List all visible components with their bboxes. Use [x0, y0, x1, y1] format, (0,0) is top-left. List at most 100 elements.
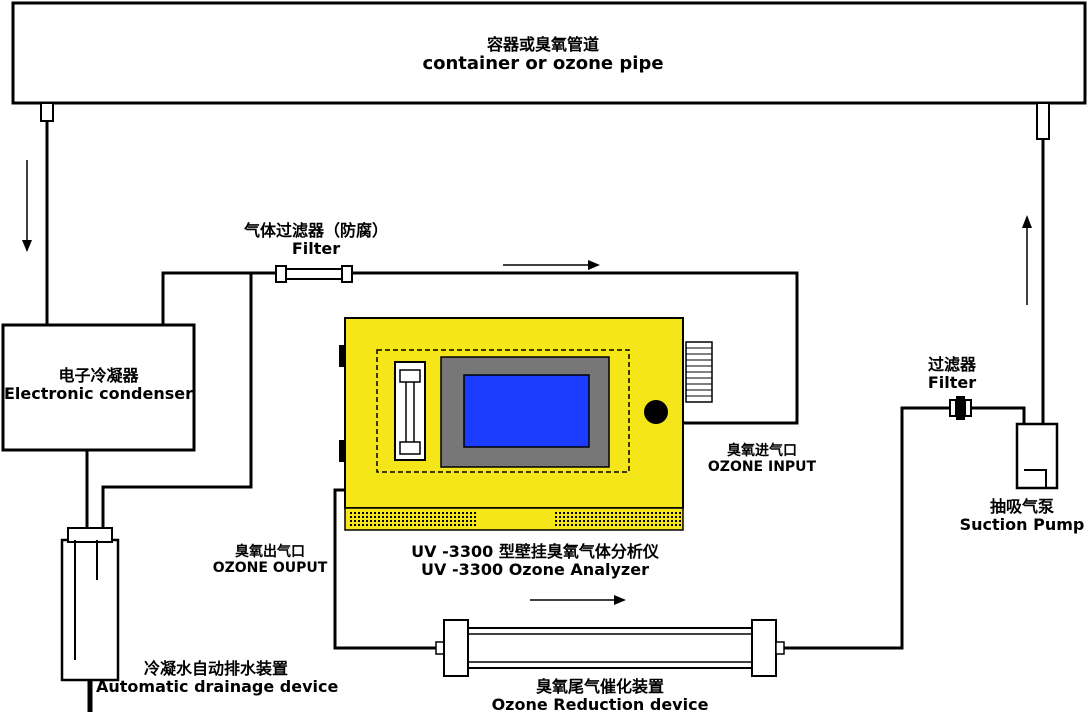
vent-dot	[679, 520, 681, 522]
vent-dot	[595, 516, 597, 518]
vent-dot	[374, 520, 376, 522]
vent-dot	[414, 512, 416, 514]
vent-dot	[675, 512, 677, 514]
vent-dot	[559, 520, 561, 522]
ozone-input-label-en: OZONE INPUT	[707, 459, 817, 476]
vent-dot	[611, 512, 613, 514]
vent-dot	[370, 524, 372, 526]
vent-dot	[422, 524, 424, 526]
vent-dot	[394, 516, 396, 518]
vent-dot	[394, 520, 396, 522]
vent-dot	[671, 520, 673, 522]
vent-dot	[450, 512, 452, 514]
vent-dot	[643, 516, 645, 518]
vent-dot	[406, 516, 408, 518]
container-label-en: container or ozone pipe	[422, 53, 664, 75]
vent-dot	[619, 524, 621, 526]
vent-dot	[470, 516, 472, 518]
arrow-right-bottom-head	[614, 595, 626, 605]
pipe-condenser-to-filter	[161, 271, 282, 325]
vent-dot	[382, 512, 384, 514]
vent-dot	[567, 520, 569, 522]
vent-dot	[402, 512, 404, 514]
vent-dot	[679, 512, 681, 514]
vent-dot	[462, 520, 464, 522]
vent-dot	[454, 512, 456, 514]
vent-dot	[406, 524, 408, 526]
vent-dot	[587, 516, 589, 518]
reduction-device	[435, 619, 785, 677]
pump-label-en: Suction Pump	[959, 515, 1085, 535]
vent-dot	[458, 520, 460, 522]
vent-dot	[398, 524, 400, 526]
vent-dot	[619, 516, 621, 518]
vent-dot	[583, 524, 585, 526]
vent-dot	[430, 516, 432, 518]
vent-dot	[458, 516, 460, 518]
vent-dot	[567, 512, 569, 514]
vent-dot	[651, 516, 653, 518]
vent-dot	[374, 512, 376, 514]
vent-dot	[374, 516, 376, 518]
vent-dot	[434, 512, 436, 514]
reduction-label-en: Ozone Reduction device	[491, 695, 709, 715]
vent-dot	[370, 516, 372, 518]
vent-dot	[643, 520, 645, 522]
arrow-down-left-head	[22, 240, 32, 252]
vent-dot	[595, 512, 597, 514]
filter-right	[949, 396, 972, 420]
analyzer-label-cn: UV -3300 型壁挂臭氧气体分析仪	[411, 542, 659, 561]
vent-dot	[366, 524, 368, 526]
vent-dot	[354, 512, 356, 514]
vent-dot	[663, 524, 665, 526]
vent-dot	[466, 524, 468, 526]
vent-dot	[607, 524, 609, 526]
vent-dot	[635, 524, 637, 526]
vent-dot	[370, 520, 372, 522]
vent-dot	[442, 524, 444, 526]
vent-dot	[442, 512, 444, 514]
condenser-box	[1, 323, 196, 452]
analyzer-vents-left	[350, 512, 476, 526]
pump-label-cn: 抽吸气泵	[989, 497, 1054, 516]
vent-dot	[378, 520, 380, 522]
vent-dot	[366, 520, 368, 522]
container-label-cn: 容器或臭氧管道	[486, 35, 599, 54]
vent-dot	[679, 524, 681, 526]
vent-dot	[627, 516, 629, 518]
vent-dot	[438, 512, 440, 514]
vent-dot	[446, 524, 448, 526]
drainage-device	[60, 538, 120, 682]
vent-dot	[571, 516, 573, 518]
vent-dot	[659, 512, 661, 514]
vent-dot	[446, 520, 448, 522]
vent-dot	[470, 520, 472, 522]
vent-dot	[390, 516, 392, 518]
vent-dot	[583, 516, 585, 518]
condenser-label-en: Electronic condenser	[3, 384, 194, 404]
vent-dot	[647, 516, 649, 518]
vent-dot	[647, 512, 649, 514]
vent-dot	[591, 520, 593, 522]
vent-dot	[470, 524, 472, 526]
vent-dot	[587, 520, 589, 522]
ozone-output-label: 臭氧出气口 OZONE OUPUT	[200, 544, 340, 576]
vent-dot	[651, 524, 653, 526]
vent-dot	[390, 512, 392, 514]
vent-dot	[555, 520, 557, 522]
vent-dot	[366, 516, 368, 518]
vent-dot	[655, 520, 657, 522]
vent-dot	[555, 512, 557, 514]
vent-dot	[386, 516, 388, 518]
vent-dot	[358, 520, 360, 522]
vent-dot	[571, 512, 573, 514]
vent-dot	[567, 516, 569, 518]
vent-dot	[414, 516, 416, 518]
vent-dot	[639, 524, 641, 526]
vent-dot	[422, 516, 424, 518]
vent-dot	[655, 512, 657, 514]
vent-dot	[635, 516, 637, 518]
vent-dot	[603, 516, 605, 518]
vent-dot	[370, 512, 372, 514]
vent-dot	[362, 520, 364, 522]
